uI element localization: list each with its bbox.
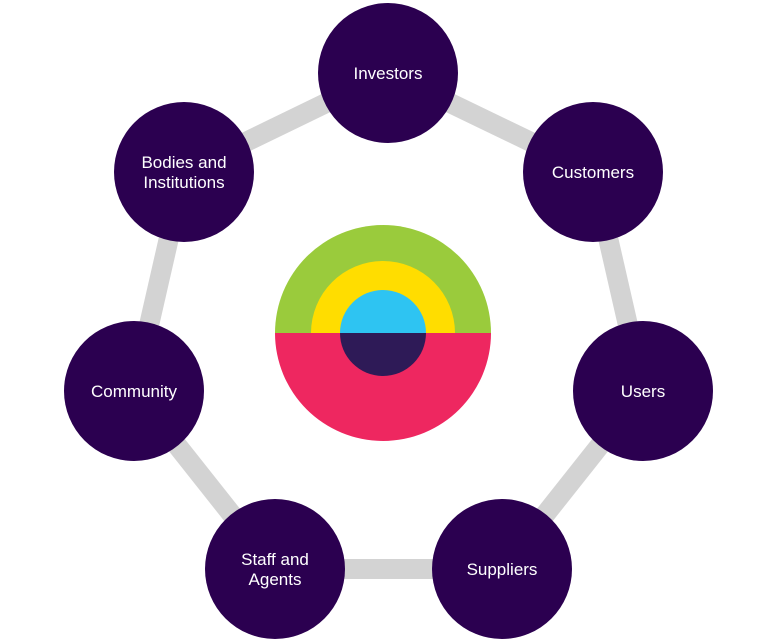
node-circle	[114, 102, 254, 242]
node-label: Customers	[552, 163, 634, 182]
node-label: Institutions	[143, 173, 224, 192]
node-circle	[318, 3, 458, 143]
node-suppliers: Suppliers	[432, 499, 572, 639]
node-label: Suppliers	[467, 560, 538, 579]
node-label: Bodies and	[141, 153, 226, 172]
center-bottom-pink-half	[275, 333, 491, 441]
node-users: Users	[573, 321, 713, 461]
node-circle	[205, 499, 345, 639]
node-label: Staff and	[241, 550, 309, 569]
node-label: Investors	[354, 64, 423, 83]
center-emblem	[275, 225, 491, 441]
node-investors: Investors	[318, 3, 458, 143]
node-label: Agents	[249, 570, 302, 589]
node-customers: Customers	[523, 102, 663, 242]
node-circle	[573, 321, 713, 461]
node-label: Users	[621, 382, 665, 401]
node-label: Community	[91, 382, 177, 401]
center-inner-dark-half	[340, 333, 426, 376]
node-circle	[64, 321, 204, 461]
node-community: Community	[64, 321, 204, 461]
node-circle	[523, 102, 663, 242]
node-circle	[432, 499, 572, 639]
center-inner-blue-half	[340, 290, 426, 333]
